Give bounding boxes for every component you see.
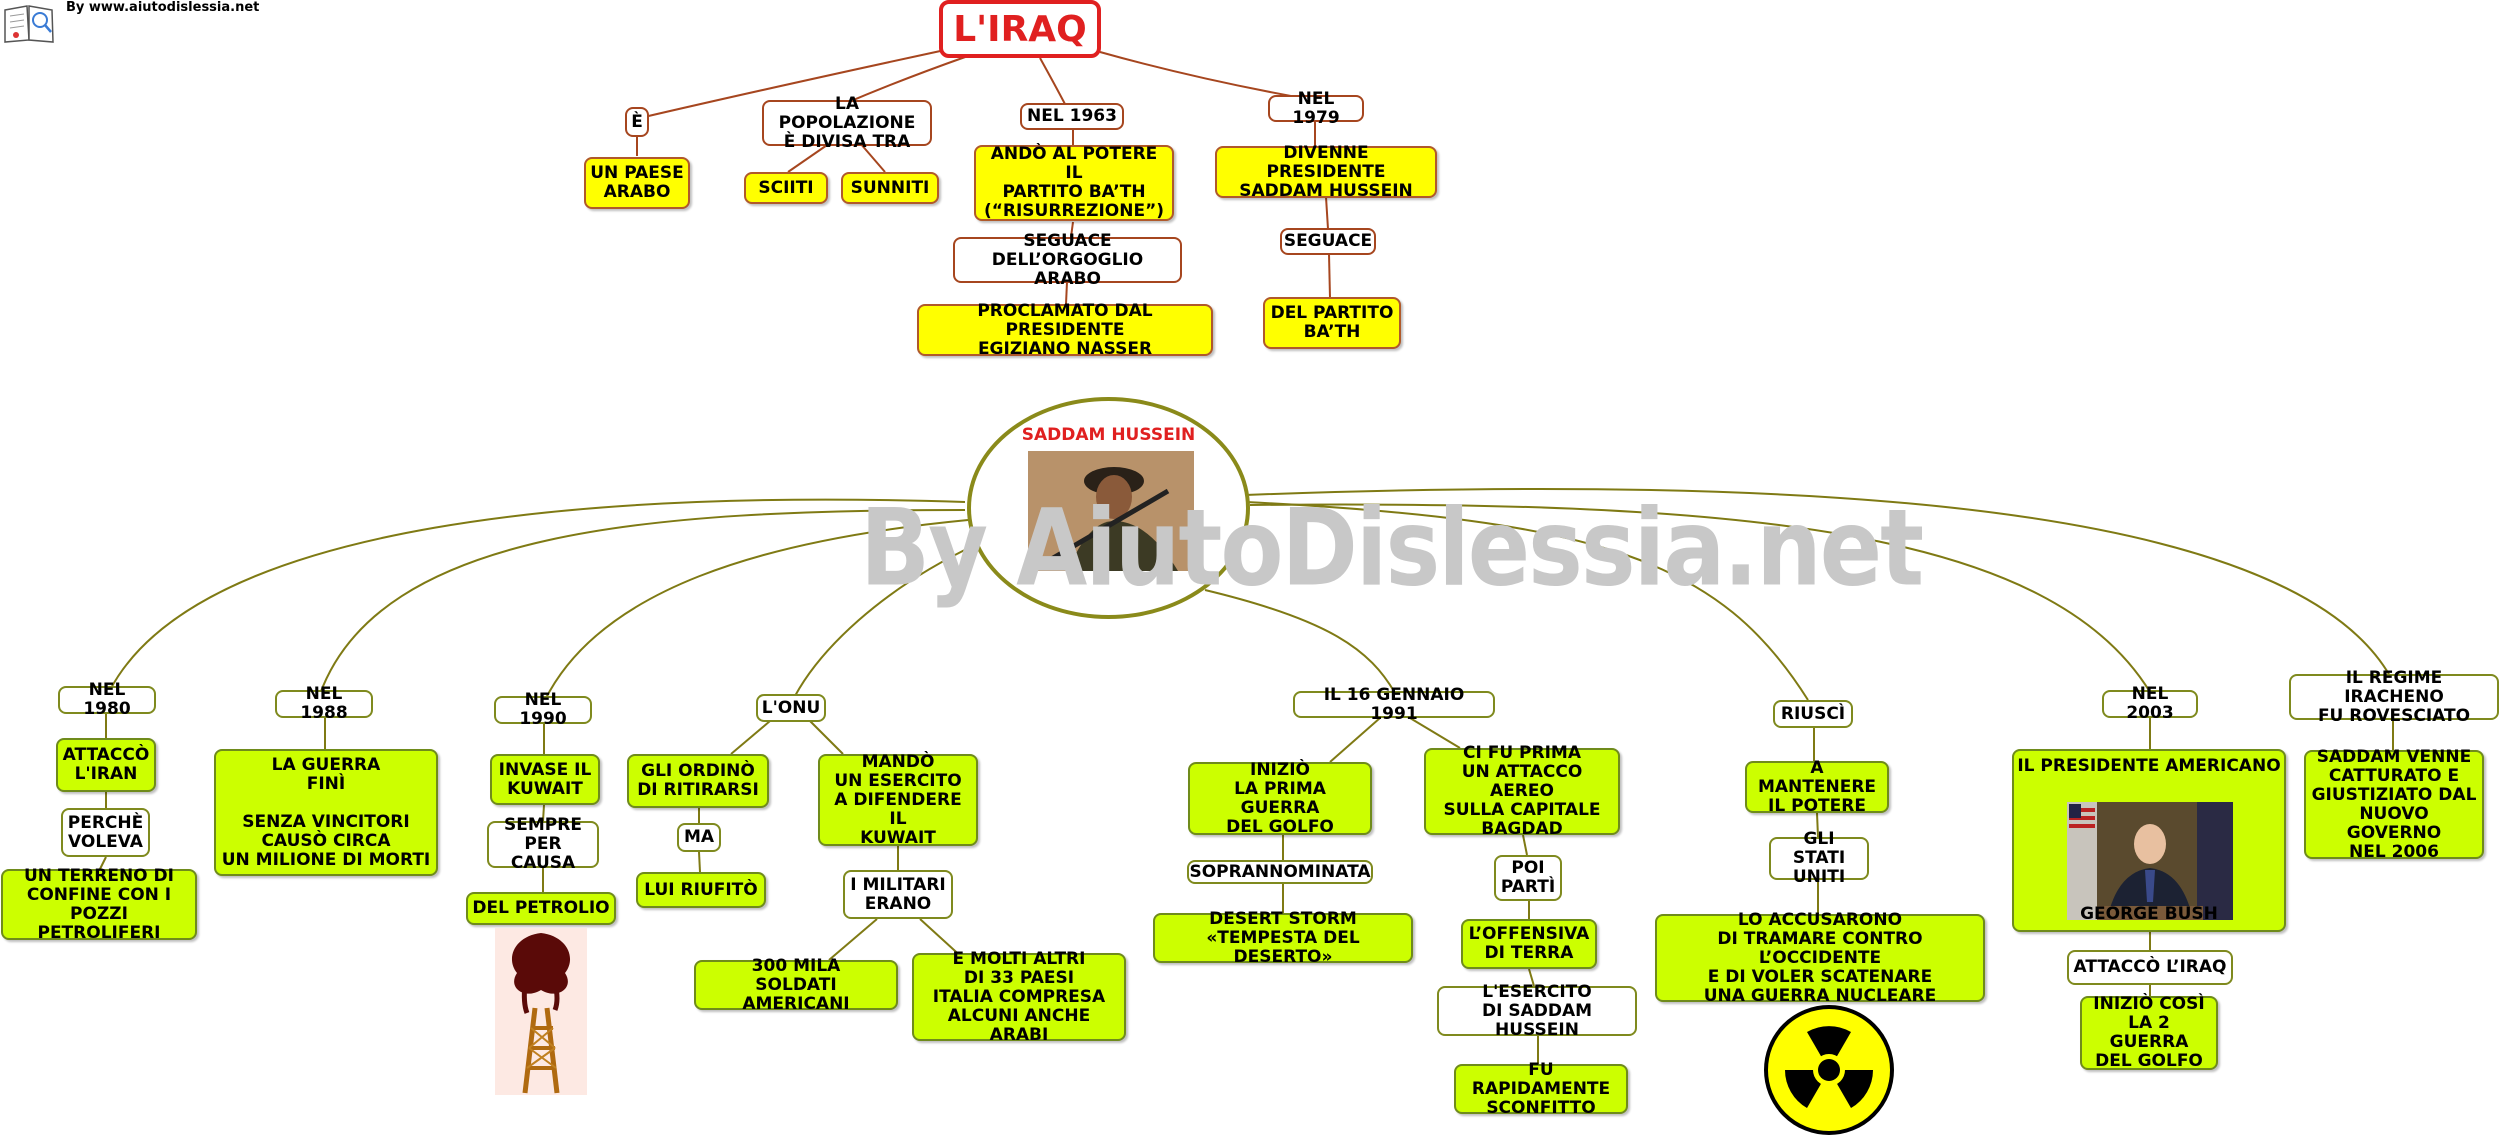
- node-rifiuto: LUI RIUFITÒ: [636, 872, 766, 908]
- node-offensiva: L’OFFENSIVA DI TERRA: [1461, 919, 1597, 969]
- node-divenne: DIVENNE PRESIDENTE SADDAM HUSSEIN: [1215, 143, 1437, 200]
- watermark: By AiutoDislessia.net: [860, 486, 1924, 611]
- saddam-photo: [1028, 451, 1194, 571]
- node-attacco-iraq: ATTACCÒ L’IRAQ: [2067, 950, 2233, 985]
- node-ma: MA: [677, 823, 721, 852]
- node-seconda-guerra: INIZIÒ COSÌ LA 2 GUERRA DEL GOLFO: [2080, 995, 2218, 1071]
- center-node-saddam: SADDAM HUSSEIN: [967, 397, 1250, 619]
- node-guerra-fini: LA GUERRA FINÌ SENZA VINCITORI CAUSÒ CIR…: [214, 749, 438, 876]
- node-accusarono: LO ACCUSARONO DI TRAMARE CONTRO L’OCCIDE…: [1655, 910, 1985, 1005]
- logo-icon: [2, 2, 56, 44]
- node-seguace: SEGUACE: [1280, 228, 1376, 255]
- node-seguace-orgoglio: SEGUACE DELL’ORGOGLIO ARABO: [953, 231, 1182, 288]
- node-nel-1980: NEL 1980: [58, 681, 156, 719]
- node-nel-1963: NEL 1963: [1020, 103, 1124, 130]
- oil-well-icon: [495, 928, 587, 1095]
- node-del-petrolio: DEL PETROLIO: [466, 892, 616, 925]
- george-bush-label: GEORGE BUSH: [2080, 904, 2218, 924]
- node-riusci: RIUSCÌ: [1773, 700, 1853, 728]
- node-ordino: GLI ORDINÒ DI RITIRARSI: [627, 754, 769, 808]
- radiation-icon: [1763, 1004, 1895, 1136]
- bush-photo: [2067, 783, 2233, 920]
- presidente-americano-label: IL PRESIDENTE AMERICANO: [2017, 756, 2281, 776]
- node-altri-paesi: E MOLTI ALTRI DI 33 PAESI ITALIA COMPRES…: [912, 949, 1126, 1044]
- node-sciiti: SCIITI: [744, 172, 828, 204]
- node-nel-1988: NEL 1988: [275, 685, 373, 723]
- node-attacco-aereo: CI FU PRIMA UN ATTACCO AEREO SULLA CAPIT…: [1424, 744, 1620, 839]
- node-soprannominata: SOPRANNOMINATA: [1187, 860, 1373, 884]
- node-mantenere: A MANTENERE IL POTERE: [1745, 758, 1889, 815]
- node-mando: MANDÒ UN ESERCITO A DIFENDERE IL KUWAIT: [818, 752, 978, 847]
- map-title: L'IRAQ: [939, 0, 1101, 58]
- node-ando-potere: ANDÒ AL POTERE IL PARTITO BA’TH (“RISURR…: [974, 145, 1174, 221]
- node-partito-bath: DEL PARTITO BA’TH: [1263, 297, 1401, 349]
- node-poi-parti: POI PARTÌ: [1494, 855, 1562, 901]
- node-esercito: L'ESERCITO DI SADDAM HUSSEIN: [1437, 982, 1637, 1039]
- node-nel-1979: NEL 1979: [1268, 89, 1364, 127]
- node-proclamato: PROCLAMATO DAL PRESIDENTE EGIZIANO NASSE…: [917, 301, 1213, 358]
- node-catturato: SADDAM VENNE CATTURATO E GIUSTIZIATO DAL…: [2304, 747, 2484, 861]
- node-stati-uniti: GLI STATI UNITI: [1769, 830, 1869, 887]
- node-sempre-causa: SEMPRE PER CAUSA: [487, 816, 599, 873]
- node-nel-1990: NEL 1990: [494, 691, 592, 729]
- site-credit: By www.aiutodislessia.net: [66, 0, 260, 15]
- node-terreno: UN TERRENO DI CONFINE CON I POZZI PETROL…: [1, 866, 197, 942]
- node-militari: I MILITARI ERANO: [843, 870, 953, 919]
- node-attacco-iran: ATTACCÒ L'IRAN: [56, 738, 156, 792]
- node-invase-kuwait: INVASE IL KUWAIT: [490, 754, 600, 805]
- node-onu: L'ONU: [756, 694, 826, 722]
- node-soldati: 300 MILA SOLDATI AMERICANI: [694, 956, 898, 1013]
- node-regime-rovesciato: IL REGIME IRACHENO FU ROVESCIATO: [2289, 668, 2499, 725]
- center-label: SADDAM HUSSEIN: [1021, 425, 1196, 445]
- node-presidente-americano: IL PRESIDENTE AMERICANO GEORGE BUSH: [2012, 749, 2286, 932]
- node-paese-arabo: UN PAESE ARABO: [584, 157, 690, 209]
- node-perche-voleva: PERCHÈ VOLEVA: [61, 808, 150, 857]
- node-nel-2003: NEL 2003: [2102, 685, 2198, 723]
- node-16-gennaio-1991: IL 16 GENNAIO 1991: [1293, 685, 1495, 723]
- node-popolazione: LA POPOLAZIONE È DIVISA TRA: [762, 94, 932, 151]
- node-e: È: [625, 107, 649, 137]
- node-sconfitto: FU RAPIDAMENTE SCONFITTO: [1454, 1060, 1628, 1117]
- node-desert-storm: DESERT STORM «TEMPESTA DEL DESERTO»: [1153, 909, 1413, 966]
- node-sunniti: SUNNITI: [841, 172, 939, 204]
- node-inizio-guerra: INIZIÒ LA PRIMA GUERRA DEL GOLFO: [1188, 760, 1372, 836]
